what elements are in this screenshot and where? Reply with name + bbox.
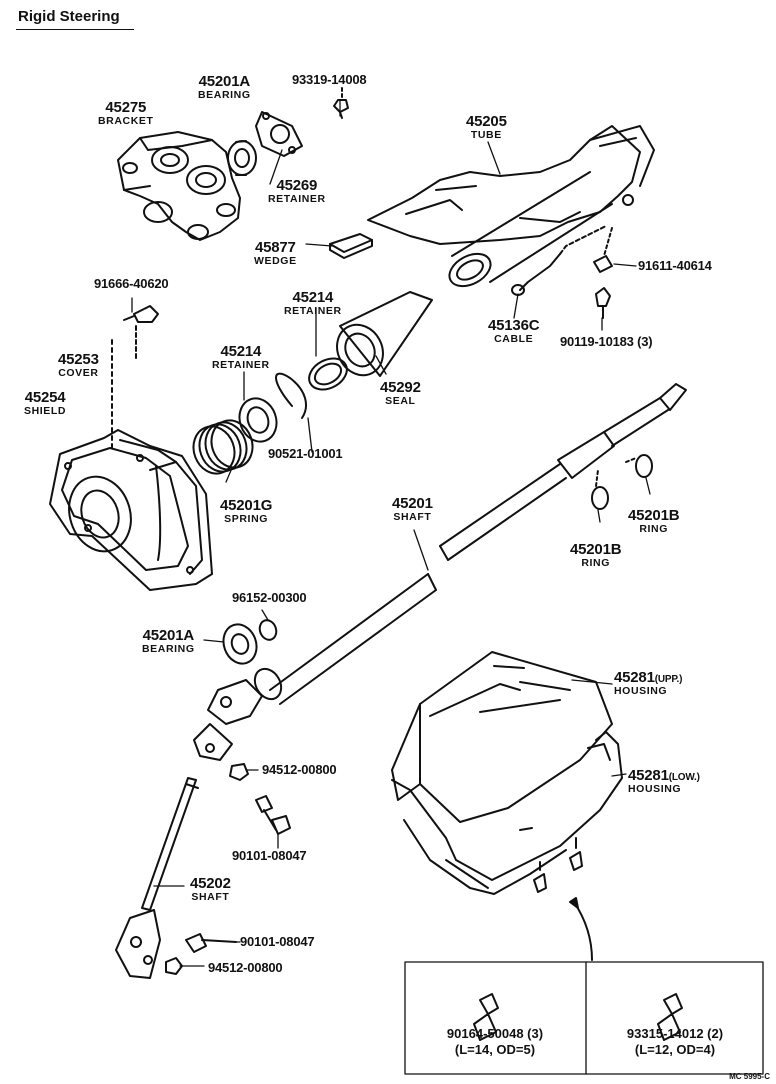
ring-45201b-right-drawing: [625, 454, 653, 478]
label-96152: 96152-00300: [232, 590, 307, 605]
screw-93315-label: 93315-14012 (2) (L=12, OD=4): [598, 1026, 752, 1059]
bracket-45275-drawing: [117, 131, 241, 241]
universal-joint-upper-drawing: [193, 667, 283, 761]
tube-45205-drawing: [367, 125, 655, 288]
label-90101-upper: 90101-08047: [232, 848, 307, 863]
label-93319: 93319-14008: [292, 72, 367, 87]
bolt-91666-drawing: [123, 305, 159, 359]
bearing-45201a-top-drawing: [227, 140, 257, 176]
label-45281-lower: 45281(LOW.) HOUSING: [628, 767, 700, 795]
retainer-45214-upper-drawing: [308, 357, 348, 391]
ring-96152-drawing: [258, 619, 278, 641]
wedge-45877-drawing: [329, 233, 373, 259]
title-underline: [16, 29, 134, 30]
label-45281-upper: 45281(UPP.) HOUSING: [614, 669, 683, 697]
bolt-91611-drawing: [593, 227, 613, 273]
label-91666: 91666-40620: [94, 276, 169, 291]
screw-93315-spec: (L=12, OD=4): [634, 1042, 716, 1058]
nut-94512-upper-drawing: [229, 763, 249, 781]
screw-90164-number: 90164-50048 (3): [446, 1026, 544, 1041]
shaft-45201-drawing: [269, 383, 687, 705]
bearing-45201a-lower-drawing: [222, 623, 258, 665]
bolt-93319-drawing: [333, 87, 349, 119]
retainer-45269-drawing: [255, 111, 303, 157]
housing-45281-lower-drawing: [391, 731, 623, 895]
shaft-45202-drawing: [115, 777, 199, 979]
diagram-title: Rigid Steering: [18, 8, 120, 25]
label-91611: 91611-40614: [638, 258, 712, 273]
label-94512-upper: 94512-00800: [262, 762, 337, 777]
screw-93315-number: 93315-14012 (2): [626, 1026, 724, 1041]
leader-lines: [131, 99, 651, 967]
label-94512-lower: 94512-00800: [208, 960, 283, 975]
figure-code: MC 5995-C: [729, 1072, 770, 1081]
label-90101-lower: 90101-08047: [240, 934, 315, 949]
ring-45201b-left-drawing: [591, 469, 609, 510]
cable-45136c-drawing: [511, 225, 607, 296]
label-90119: 90119-10183 (3): [560, 334, 653, 349]
housing-45281-upper-drawing: [391, 651, 613, 823]
housing-screws-drawing: [533, 837, 593, 961]
screw-90164-label: 90164-50048 (3) (L=14, OD=5): [420, 1026, 570, 1059]
screw-90164-spec: (L=14, OD=5): [454, 1042, 536, 1058]
bolt-90101-lower-drawing: [185, 933, 237, 953]
bolt-90119-drawing: [595, 287, 611, 319]
nut-94512-lower-drawing: [165, 957, 183, 975]
spring-45201g-drawing: [192, 419, 254, 475]
retainer-45214-lower-drawing: [238, 397, 278, 443]
cover-shield-drawing: [49, 339, 213, 591]
screw-box: [404, 961, 764, 1075]
label-90521: 90521-01001: [268, 446, 343, 461]
snap-ring-90521-drawing: [275, 372, 307, 419]
seal-45292-drawing: [336, 291, 433, 377]
bolt-90101-upper-drawing: [255, 795, 291, 835]
